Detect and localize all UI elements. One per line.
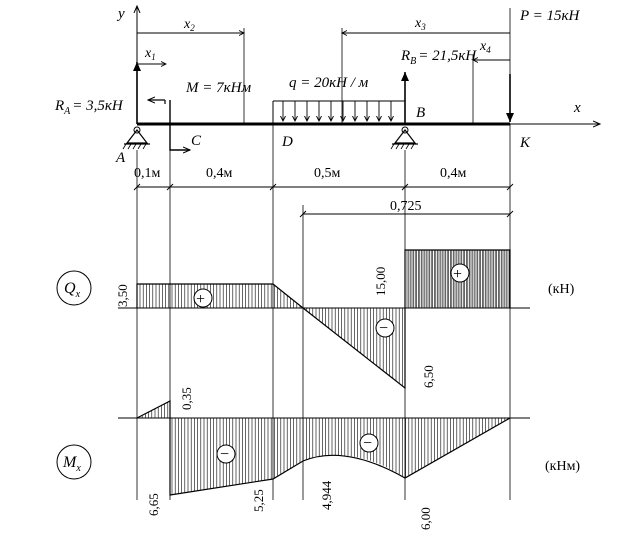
moment-outline-negative (169, 417, 511, 496)
svg-text:x2: x2 (183, 17, 195, 33)
moment-value-D: 5,25 (251, 489, 266, 512)
shear-outline (136, 249, 511, 390)
dim-0.725: 0,725 (390, 199, 422, 214)
svg-text:x3: x3 (414, 16, 426, 32)
load-q-label: q = 20кН / м (289, 75, 369, 91)
moment-label-circle (56, 444, 92, 480)
moment-unit: (кНм) (545, 459, 580, 474)
point-K-label: K (519, 135, 531, 151)
moment-sign-mid: − (363, 435, 372, 452)
moment-sign-left: − (220, 446, 229, 463)
y-axis-label: y (116, 6, 125, 22)
force-P-label: P = 15кН (519, 8, 581, 24)
moment-value-A-top: 0,35 (179, 387, 194, 410)
coordinate-x3: x3 (342, 8, 511, 124)
shear-sign-right: + (453, 266, 462, 283)
support-A-icon (122, 126, 150, 150)
coordinate-x4: x4 (473, 39, 510, 124)
dim-0.4m-a: 0,4м (206, 166, 233, 181)
coordinate-x1: x1 (137, 46, 166, 64)
shear-label: Qx (64, 280, 81, 300)
shear-value-left: 3,50 (115, 284, 130, 307)
svg-text:x4: x4 (479, 39, 491, 55)
segment-dimensions (133, 183, 514, 191)
distributed-load-arrows (283, 101, 391, 121)
shear-sign-mid: − (379, 320, 388, 337)
coordinate-x2: x2 (137, 17, 244, 124)
point-A-label: A (115, 150, 126, 166)
moment-value-A-bottom: 6,65 (146, 493, 161, 516)
moment-value-B: 6,00 (418, 507, 433, 530)
moment-diagram: Mx (кНм) − − 0,35 6,65 5,25 4,944 6,00 (56, 387, 580, 530)
moment-value-mid: 4,944 (319, 480, 334, 510)
shear-sign-left: + (196, 291, 205, 308)
point-B-label: B (416, 105, 425, 121)
shear-hatching (139, 250, 510, 386)
x-axis-label: x (573, 100, 581, 116)
dim-0.4m-b: 0,4м (440, 166, 467, 181)
reaction-A-symbol: RA= 3,5кН (54, 98, 124, 117)
moment-label: Mx (62, 454, 81, 474)
point-D-label: D (281, 134, 293, 150)
beam-scheme: y x RA= 3,5кН M = 7кНм (54, 6, 600, 218)
shear-label-circle (56, 270, 92, 306)
point-C-label: C (191, 133, 202, 149)
reaction-B-symbol: RB= 21,5кН (400, 48, 477, 67)
svg-text:x1: x1 (144, 46, 156, 62)
distributed-load (272, 100, 405, 124)
shear-value-B-bottom: 6,50 (421, 365, 436, 388)
shear-value-B-top: 15,00 (373, 267, 388, 296)
moment-hatching (138, 402, 509, 495)
moment-outline-positive (136, 400, 171, 419)
support-B-icon (390, 126, 418, 150)
moment-M-label: M = 7кНм (185, 80, 251, 96)
shear-unit: (кН) (548, 282, 575, 297)
dim-0.5m: 0,5м (314, 166, 341, 181)
guide-lines (136, 124, 511, 500)
shear-diagram: Qx (кН) + − + 3,50 15,00 6,50 (56, 249, 575, 390)
dim-0.1m: 0,1м (134, 166, 161, 181)
